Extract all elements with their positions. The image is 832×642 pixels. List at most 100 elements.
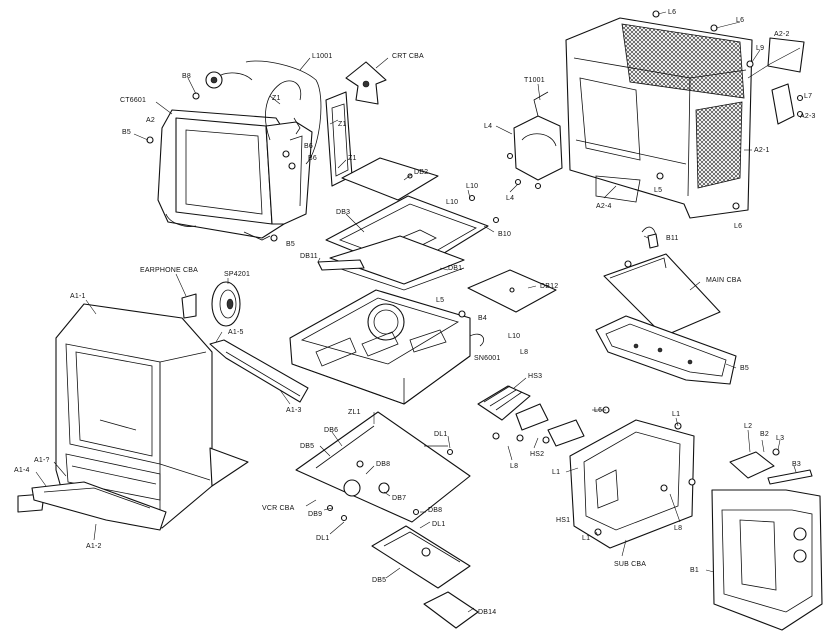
db12-board: [467, 269, 557, 313]
label-l1-c: L1: [582, 535, 590, 542]
label-hs2: HS2: [530, 451, 544, 458]
label-a2-3: A2-3: [800, 113, 816, 120]
label-b4: B4: [478, 315, 487, 322]
label-sn6001: SN6001: [474, 355, 501, 362]
label-b2: B2: [760, 431, 769, 438]
label-b11: B11: [666, 235, 679, 242]
label-l7: L7: [804, 93, 812, 100]
crt-picture-tube: [146, 60, 322, 242]
label-crt-cba: CRT CBA: [392, 53, 424, 60]
vcr-mechanism: [289, 289, 484, 405]
label-db1: DB1: [448, 265, 462, 272]
db5-board: [371, 525, 471, 589]
db11-board: [317, 259, 365, 271]
b5-main-frame: [595, 315, 737, 385]
label-a1-5: A1-5: [228, 329, 244, 336]
back-cabinet: [565, 10, 754, 219]
label-b5-crt: B5: [286, 241, 295, 248]
label-db14: DB14: [478, 609, 496, 616]
label-l8-hs: L8: [510, 463, 518, 470]
label-l6-top: L6: [668, 9, 676, 16]
label-a1-4: A1-4: [14, 467, 30, 474]
b1-front-bezel: [711, 489, 823, 631]
label-l9: L9: [756, 45, 764, 52]
label-db12: DB12: [540, 283, 558, 290]
label-l8: L8: [520, 349, 528, 356]
label-l3: L3: [776, 435, 784, 442]
crt-cba-board: [345, 61, 387, 105]
label-l8-sub: L8: [674, 525, 682, 532]
label-ct6601: CT6601: [120, 97, 146, 104]
label-a2-1: A2-1: [754, 147, 770, 154]
label-b1: B1: [690, 567, 699, 574]
a1-2-bezel: [31, 481, 167, 531]
front-cabinet: [55, 303, 249, 529]
label-l5-mech: L5: [436, 297, 444, 304]
label-vcr-cba: VCR CBA: [262, 505, 295, 512]
earphone-cba: [181, 293, 197, 319]
label-z1-b: Z1: [338, 121, 347, 128]
label-main-cba: MAIN CBA: [706, 277, 742, 284]
label-db8-b: DB8: [428, 507, 442, 514]
label-l1-b: L1: [552, 469, 560, 476]
sub-cba-chassis: [547, 406, 696, 549]
label-db8: DB8: [376, 461, 390, 468]
label-a1-a: A1-?: [34, 457, 50, 464]
label-b5: B5: [122, 129, 131, 136]
label-db5-b: DB5: [372, 577, 386, 584]
label-l6-hs: L6: [594, 407, 602, 414]
label-db5: DB5: [300, 443, 314, 450]
label-a2-left: A2: [146, 117, 155, 124]
label-dl1-a: DL1: [434, 431, 447, 438]
label-zl1: ZL1: [348, 409, 361, 416]
label-l4-a: L4: [484, 123, 492, 130]
b11-clip: [641, 226, 659, 249]
label-hs1: HS1: [556, 517, 570, 524]
label-l5-back: L5: [654, 187, 662, 194]
label-l1-a: L1: [672, 411, 680, 418]
db1-board: [329, 235, 465, 291]
label-l1001: L1001: [312, 53, 332, 60]
label-l6-b: L6: [736, 17, 744, 24]
a2-3-bracket: [771, 83, 804, 125]
label-l10-a: L10: [466, 183, 478, 190]
label-z1-c: Z1: [348, 155, 357, 162]
label-l6-back: L6: [734, 223, 742, 230]
a2-2-plate: [767, 37, 805, 73]
label-b8: B8: [182, 73, 191, 80]
label-a1-1: A1-1: [70, 293, 86, 300]
label-b6-b: B6: [308, 155, 317, 162]
label-a2-4: A2-4: [596, 203, 612, 210]
label-earphone-cba: EARPHONE CBA: [140, 267, 198, 274]
label-sp4201: SP4201: [224, 271, 250, 278]
label-a2-2: A2-2: [774, 31, 790, 38]
db2-board: [341, 157, 439, 201]
label-a1-2: A1-2: [86, 543, 102, 550]
label-db2: DB2: [414, 169, 428, 176]
speaker-sp4201: [211, 281, 241, 327]
label-z1-a: Z1: [272, 95, 281, 102]
label-dl1-b: DL1: [432, 521, 445, 528]
part-labels: CRT CBA L1001 B8 CT6601 A2 B5 Z1 Z1 Z1 B…: [14, 9, 816, 616]
a1-3-bracket: [209, 339, 309, 403]
leader-lines: [35, 11, 801, 613]
label-l4-b: L4: [506, 195, 514, 202]
label-db3: DB3: [336, 209, 350, 216]
main-cba-board: [603, 253, 721, 337]
label-b3: B3: [792, 461, 801, 468]
label-a1-3: A1-3: [286, 407, 302, 414]
hs3-heatsink: [477, 385, 531, 421]
label-l2: L2: [744, 423, 752, 430]
label-db11: DB11: [300, 253, 318, 260]
label-db7: DB7: [392, 495, 406, 502]
hs2-heatsink: [492, 403, 550, 444]
l1001-yoke: [325, 91, 353, 187]
label-l10-c: L10: [508, 333, 520, 340]
t1001-flyback: [506, 91, 563, 190]
label-b6-a: B6: [304, 143, 313, 150]
label-sub-cba: SUB CBA: [614, 561, 646, 568]
label-b5-main: B5: [740, 365, 749, 372]
label-hs3: HS3: [528, 373, 542, 380]
db14-board: [423, 591, 479, 629]
